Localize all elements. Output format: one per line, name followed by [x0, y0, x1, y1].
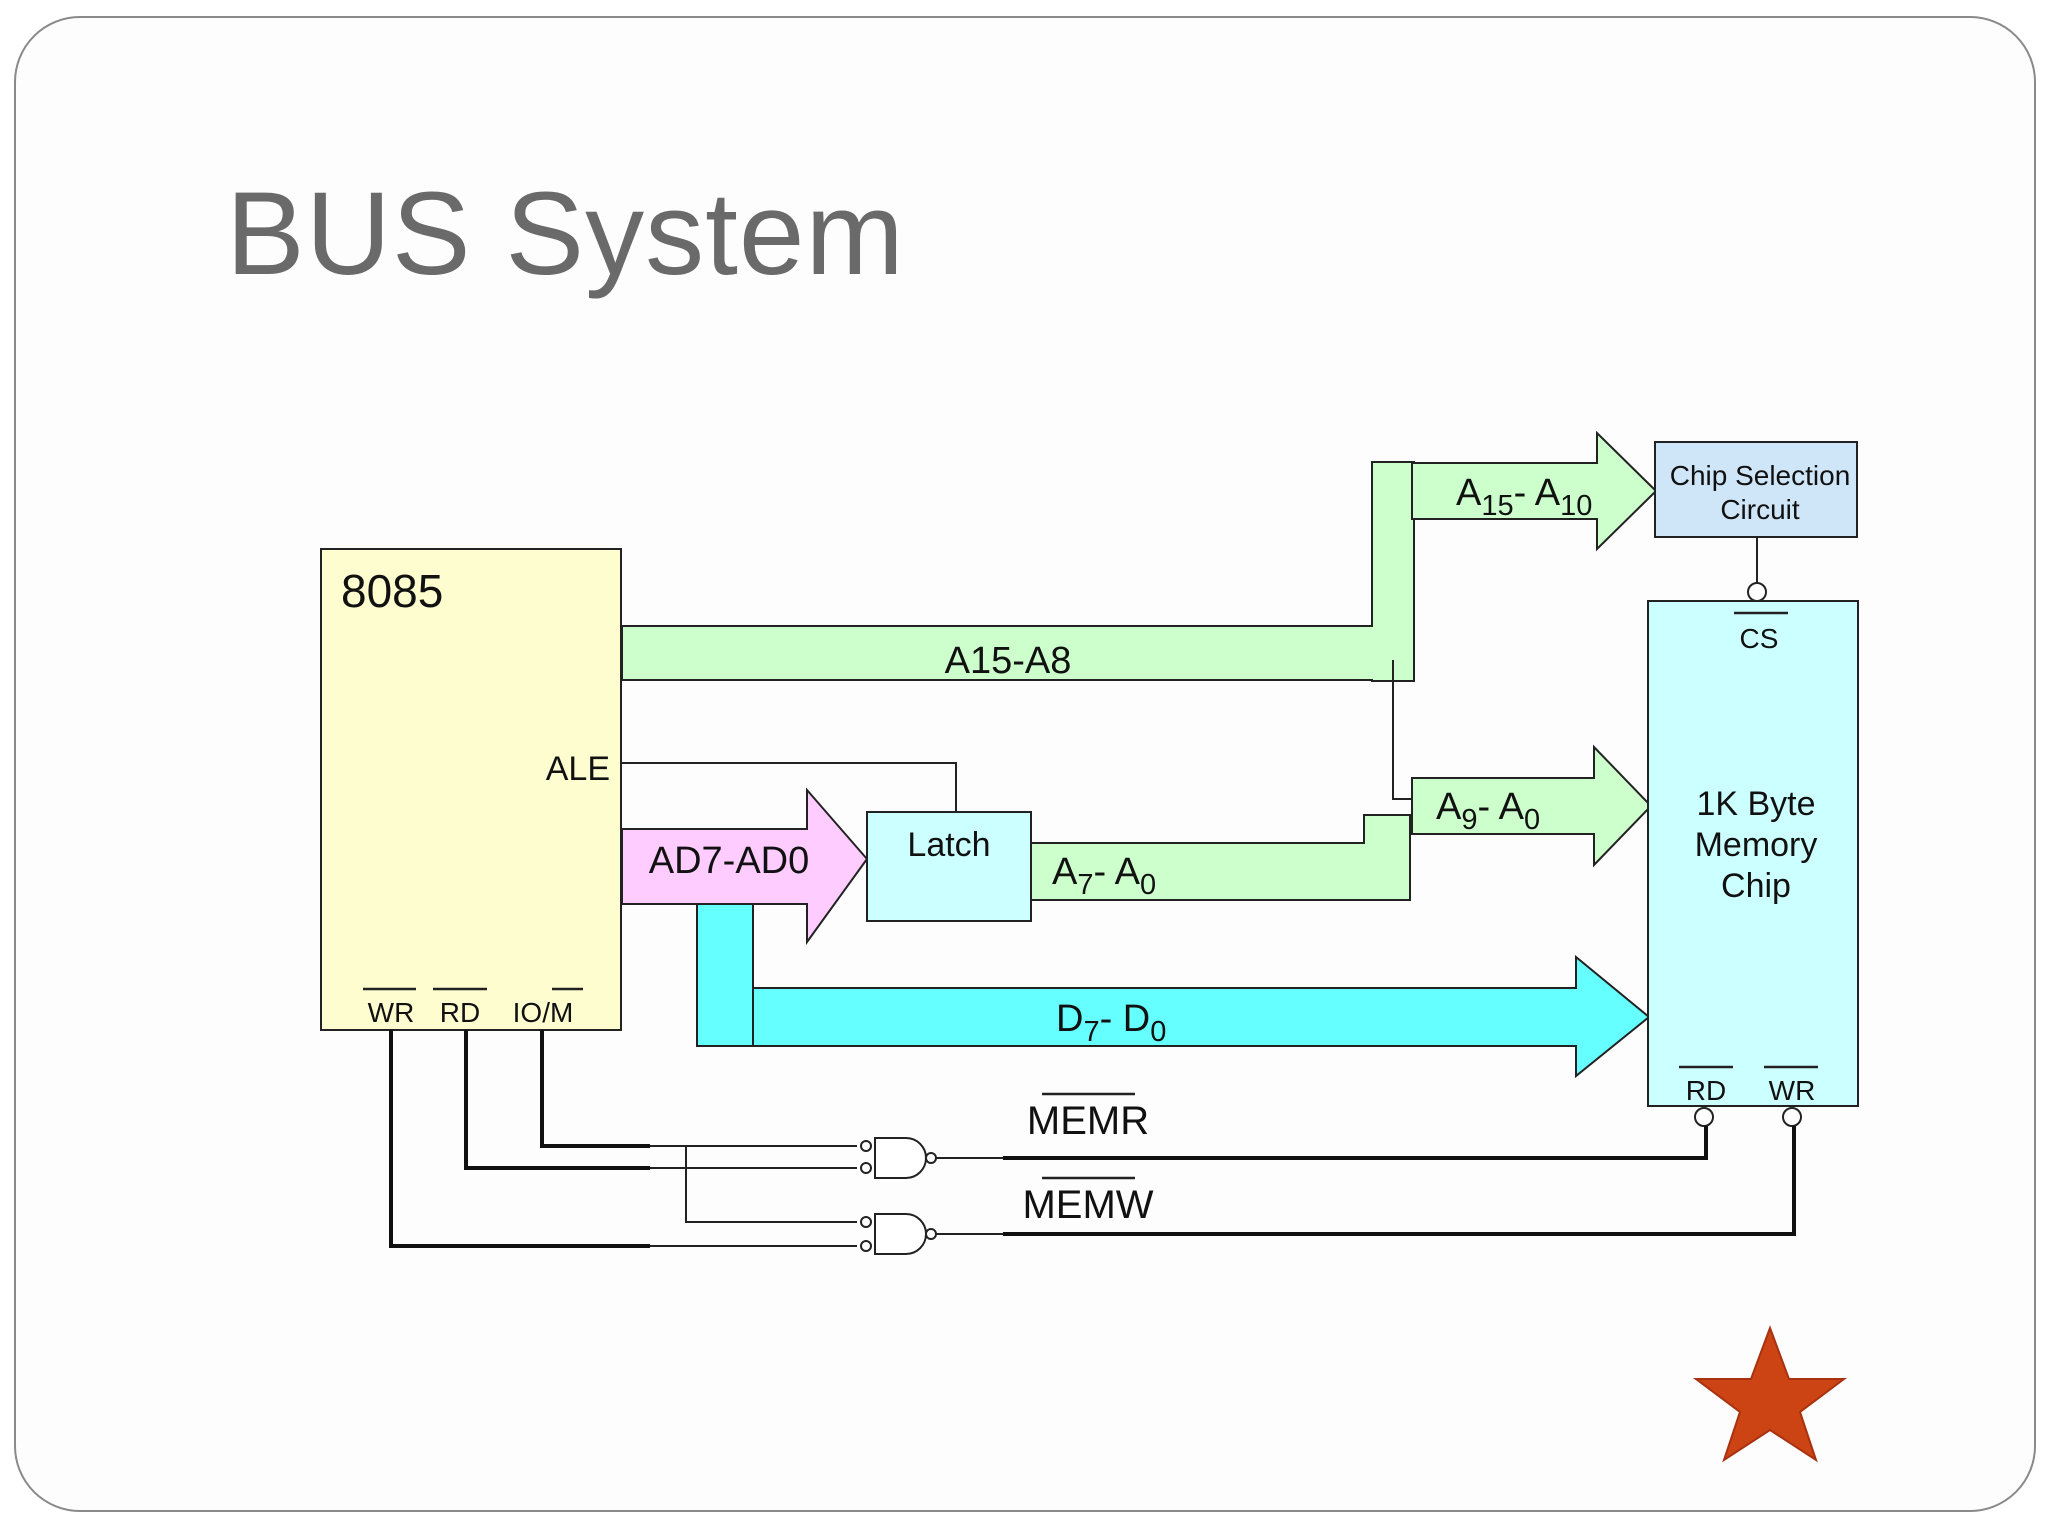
cpu-8085-block: 8085 ALE WR RD IO/M	[320, 548, 622, 1031]
a9-a0-arrow: A9- A0	[1411, 744, 1653, 868]
memory-label-line3: Chip	[1721, 867, 1791, 905]
ad7-ad0-label: AD7-AD0	[649, 840, 810, 882]
a15-a8-label: A15-A8	[945, 640, 1072, 682]
memr-label: MEMR	[1027, 1099, 1149, 1143]
memory-label-line2: Memory	[1695, 826, 1818, 864]
a15-a8-bus: A15-A8	[621, 461, 1415, 800]
ale-line	[621, 762, 957, 812]
memw-label: MEMW	[1022, 1183, 1153, 1227]
memory-rd-bubble	[1694, 1107, 1714, 1127]
d7-d0-label: D7- D0	[1056, 998, 1166, 1048]
memory-wr-pin-label: WR	[1769, 1075, 1816, 1106]
a7-a0-bus: A7- A0	[1030, 814, 1411, 901]
cpu-label: 8085	[341, 565, 443, 617]
memory-wr-bubble	[1782, 1107, 1802, 1127]
memory-chip-block: CS 1K Byte Memory Chip RD WR	[1647, 582, 1859, 1127]
memory-label-line1: 1K Byte	[1696, 785, 1815, 823]
chip-selection-line2: Circuit	[1720, 494, 1800, 525]
memory-rd-pin-label: RD	[1686, 1075, 1726, 1106]
ale-pin-label: ALE	[546, 750, 610, 788]
ad7-ad0-arrow: AD7-AD0	[621, 787, 869, 946]
chip-selection-line1: Chip Selection	[1670, 460, 1851, 491]
latch-block: Latch	[866, 811, 1032, 922]
memory-cs-pin-label: CS	[1740, 623, 1779, 654]
control-wiring	[389, 1030, 857, 1248]
d7-d0-bus: D7- D0	[696, 903, 1651, 1079]
latch-label: Latch	[907, 826, 990, 864]
chip-selection-block: Chip Selection Circuit	[1654, 441, 1858, 582]
cpu-wr-pin-label: WR	[368, 997, 415, 1028]
slide-title: BUS System	[226, 168, 905, 300]
cpu-rd-pin-label: RD	[440, 997, 480, 1028]
memr-gate	[860, 1126, 1708, 1179]
memw-gate	[860, 1126, 1796, 1255]
a15-a10-arrow: A15- A10	[1411, 430, 1658, 552]
a7-a0-label: A7- A0	[1052, 851, 1156, 901]
cpu-iom-pin-label: IO/M	[513, 997, 574, 1028]
a15-a10-label: A15- A10	[1456, 472, 1592, 522]
cs-bubble	[1747, 582, 1767, 602]
a9-a0-label: A9- A0	[1436, 786, 1540, 836]
star-icon	[1693, 1325, 1847, 1463]
